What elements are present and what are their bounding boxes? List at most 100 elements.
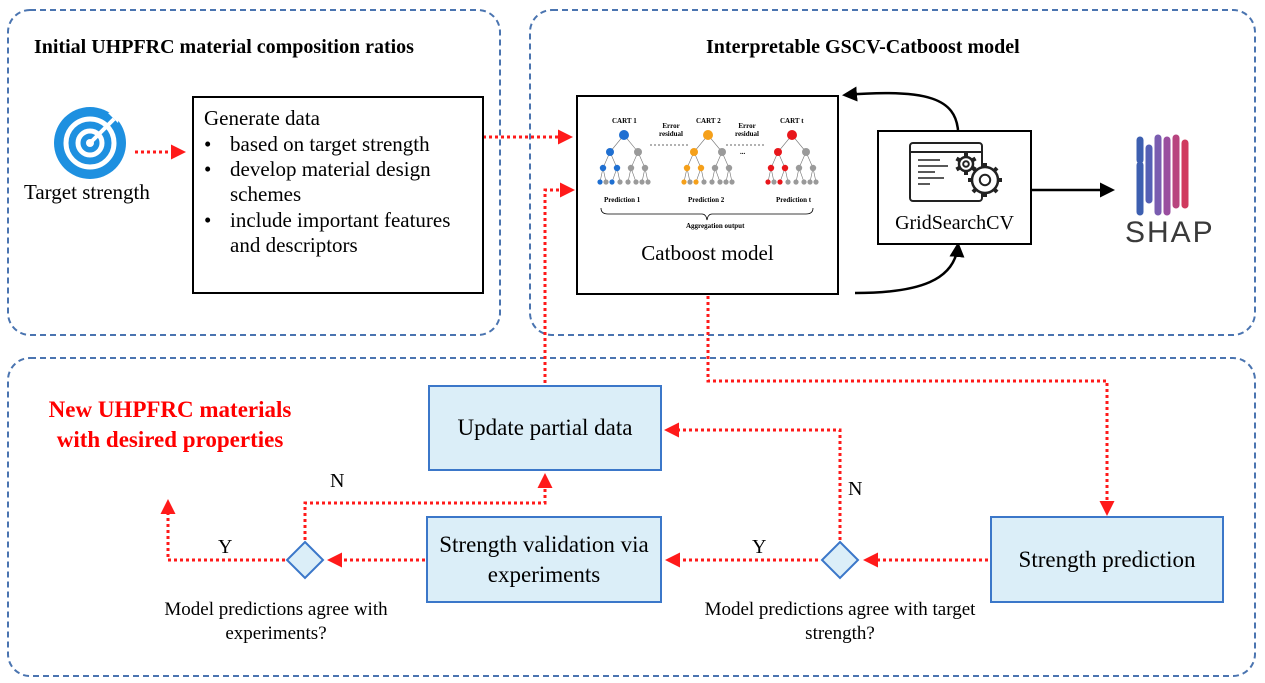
- error-residual-label-2: Error residual: [735, 122, 759, 139]
- tree-node: [813, 179, 819, 185]
- shap-label: SHAP: [1125, 216, 1215, 249]
- tree-node: [599, 164, 607, 172]
- error-residual-label-1: Error residual: [659, 122, 683, 139]
- tree-node: [771, 179, 777, 185]
- update-partial-data-box: Update partial data: [428, 385, 662, 471]
- arrow-decision-no-to-update: [303, 473, 553, 540]
- tree-node: [633, 179, 639, 185]
- strength-prediction-label: Strength prediction: [1018, 546, 1196, 572]
- yes-label-left: Y: [218, 536, 233, 558]
- tree-node: [767, 164, 775, 172]
- tree-node: [718, 148, 726, 156]
- arrow-decision-to-update: [664, 422, 842, 540]
- tree-node: [627, 164, 635, 172]
- strength-validation-box: Strength validation via experiments: [426, 516, 662, 603]
- tree-node: [795, 164, 803, 172]
- yes-label-right: Y: [752, 536, 767, 558]
- cart-tree-t: [765, 130, 819, 185]
- tree-node: [645, 179, 651, 185]
- initial-section-title: Initial UHPFRC material composition rati…: [34, 36, 414, 58]
- tree-node: [606, 148, 614, 156]
- prediction-t-label: Prediction t: [776, 196, 812, 204]
- tree-node: [725, 164, 733, 172]
- catboost-box: [576, 95, 839, 295]
- tree-node: [793, 179, 799, 185]
- tree-node: [687, 179, 693, 185]
- aggregation-bracket: [600, 207, 814, 221]
- arrow-catboost-to-gridsearch: [854, 242, 965, 295]
- prediction-1-label: Prediction 1: [604, 196, 641, 204]
- generate-item: based on target strength: [202, 132, 482, 157]
- tree-node: [807, 179, 813, 185]
- tree-node: [609, 179, 615, 185]
- gear-icon: [955, 153, 1002, 197]
- tree-node: [639, 179, 645, 185]
- no-label-left: N: [330, 470, 345, 492]
- tree-node: [697, 164, 705, 172]
- tree-node: [617, 179, 623, 185]
- tree-node: [683, 164, 691, 172]
- tree-node: [785, 179, 791, 185]
- generate-data-box: Generate data based on target strength d…: [192, 96, 484, 294]
- cart-tree-1: [597, 130, 651, 185]
- no-label-right: N: [848, 478, 863, 500]
- tree-node: [787, 130, 797, 140]
- tree-node: [693, 179, 699, 185]
- tree-node: [774, 148, 782, 156]
- tree-node: [765, 179, 771, 185]
- tree-node: [613, 164, 621, 172]
- cart-2-label: CART 2: [696, 117, 721, 125]
- tree-node: [777, 179, 783, 185]
- tree-node: [690, 148, 698, 156]
- catboost-model-label: Catboost model: [641, 241, 774, 265]
- generate-data-title: Generate data: [204, 106, 321, 130]
- new-materials-result: New UHPFRC materials with desired proper…: [48, 397, 292, 452]
- code-window-icon: [909, 142, 983, 202]
- target-question: Model predictions agree with target stre…: [704, 599, 976, 644]
- tree-node: [717, 179, 723, 185]
- tree-node: [723, 179, 729, 185]
- tree-node: [802, 148, 810, 156]
- cart-tree-2: [681, 130, 735, 185]
- tree-node: [634, 148, 642, 156]
- generate-item: develop material design schemes: [202, 157, 482, 207]
- generate-item: include important features and descripto…: [202, 208, 482, 258]
- tree-node: [709, 179, 715, 185]
- tree-node: [809, 164, 817, 172]
- tree-node: [801, 179, 807, 185]
- decision-target-diamond: [820, 540, 860, 580]
- arrow-catboost-to-prediction: [706, 296, 1115, 516]
- prediction-2-label: Prediction 2: [688, 196, 725, 204]
- tree-node: [781, 164, 789, 172]
- target-strength-label: Target strength: [24, 180, 150, 204]
- arrow-decision-to-result: [160, 499, 285, 562]
- strength-prediction-box: Strength prediction: [990, 516, 1224, 603]
- tree-node: [597, 179, 603, 185]
- tree-node: [625, 179, 631, 185]
- tree-node: [603, 179, 609, 185]
- model-frame: [529, 9, 1256, 336]
- tree-node: [641, 164, 649, 172]
- tree-node: [729, 179, 735, 185]
- validation-loop-frame: [7, 357, 1256, 677]
- experiments-question: Model predictions agree with experiments…: [164, 599, 388, 644]
- cart-t-label: CART t: [780, 117, 804, 125]
- strength-validation-label: Strength validation via experiments: [439, 531, 649, 587]
- tree-node: [701, 179, 707, 185]
- model-section-title: Interpretable GSCV-Catboost model: [706, 36, 1020, 58]
- arrow-update-to-catboost: [543, 182, 575, 383]
- generate-data-list: based on target strength develop materia…: [202, 132, 482, 258]
- tree-node: [711, 164, 719, 172]
- shap-logo: [1136, 134, 1189, 216]
- target-icon: [54, 107, 126, 179]
- aggregation-label: Aggregation output: [686, 222, 745, 230]
- tree-node: [681, 179, 687, 185]
- decision-experiments-diamond: [285, 540, 325, 580]
- arrow-gridsearch-to-catboost: [842, 86, 960, 131]
- ellipsis-label: ...: [740, 148, 746, 156]
- tree-node: [703, 130, 713, 140]
- gridsearch-label: GridSearchCV: [895, 212, 1014, 234]
- cart-1-label: CART 1: [612, 117, 637, 125]
